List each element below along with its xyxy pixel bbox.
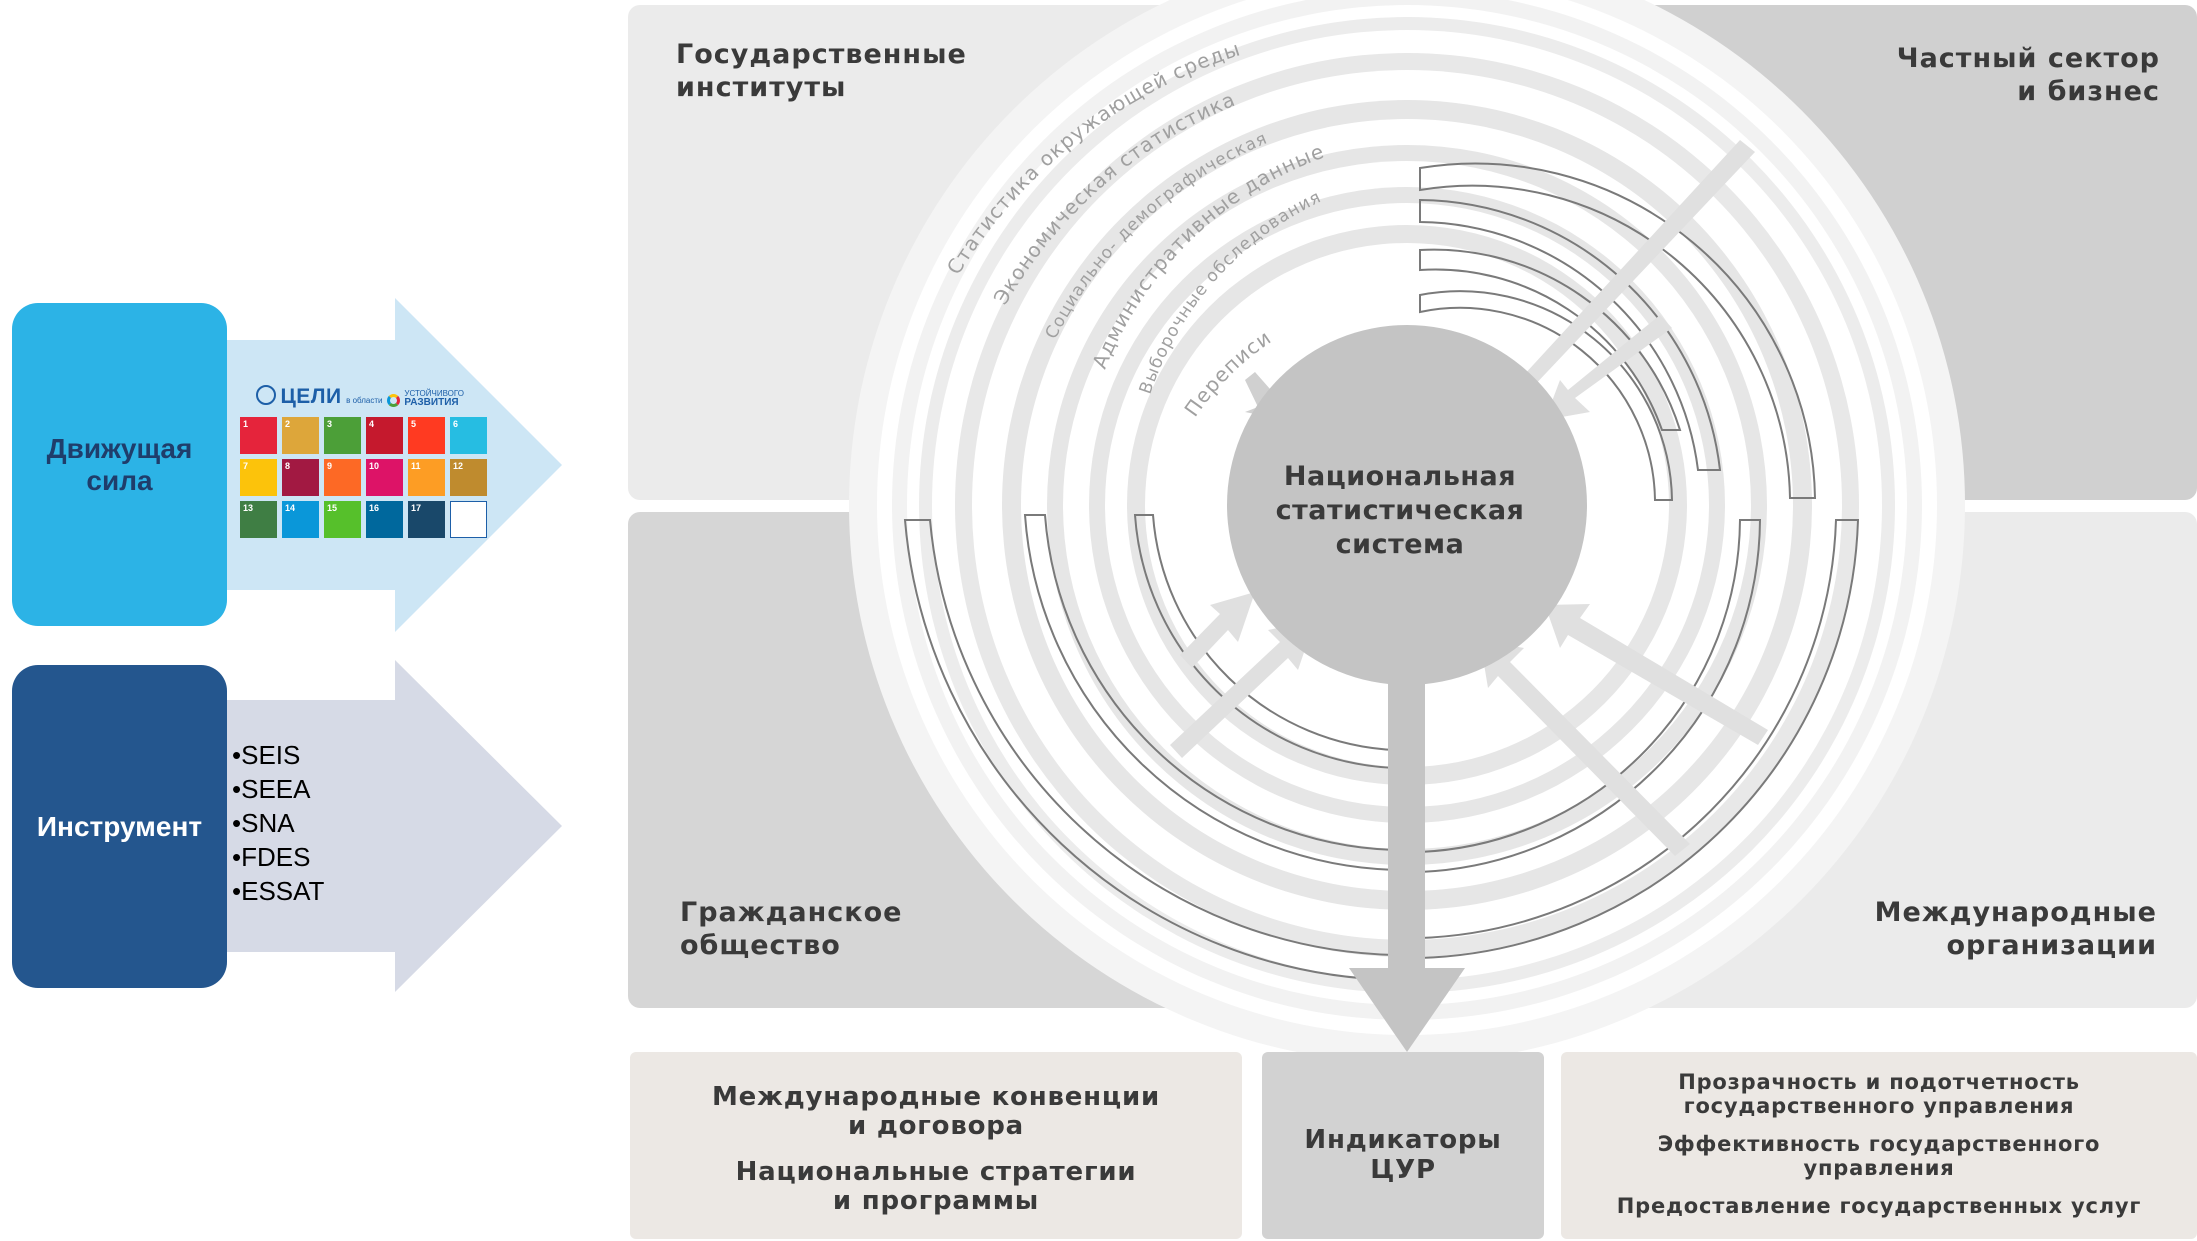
driver-box: Движущая сила bbox=[12, 303, 227, 626]
center-circle bbox=[1227, 325, 1587, 685]
instrument-item: •FDES bbox=[232, 842, 311, 872]
sdg-goal-tile: 3 bbox=[324, 417, 361, 454]
sdg-goal-tile bbox=[450, 501, 487, 538]
arrow-from-international bbox=[1480, 640, 1690, 856]
sdg-goal-tile: 2 bbox=[282, 417, 319, 454]
inflow-arrows bbox=[1170, 140, 1768, 856]
un-emblem-icon bbox=[256, 385, 276, 405]
sdg-goal-tile: 13 bbox=[240, 501, 277, 538]
bottom-middle-box bbox=[1262, 1052, 1544, 1239]
arrow-from-private-sector bbox=[1545, 315, 1672, 420]
sdg-wheel-icon bbox=[386, 394, 400, 407]
sdg-heading: ЦЕЛИ bbox=[280, 385, 342, 408]
output-arrow bbox=[1349, 645, 1465, 1052]
sdg-logo-heading: ЦЕЛИ в области УСТОЙЧИВОГО РАЗВИТИЯ bbox=[256, 385, 496, 413]
arrow-from-private-sector bbox=[1500, 140, 1755, 405]
sdg-goal-tile: 11 bbox=[408, 459, 445, 496]
instrument-item: •ESSAT bbox=[232, 876, 325, 906]
sdg-heading-small-2: УСТОЙЧИВОГО bbox=[404, 389, 464, 398]
bottom-right-box bbox=[1561, 1052, 2197, 1239]
sdg-goal-tile: 17 bbox=[408, 501, 445, 538]
sdg-goal-tile: 4 bbox=[366, 417, 403, 454]
instrument-item: •SEEA bbox=[232, 774, 311, 804]
bottom-left-box bbox=[630, 1052, 1242, 1239]
sdg-goal-tile: 6 bbox=[450, 417, 487, 454]
instrument-box: Инструмент bbox=[12, 665, 227, 988]
instrument-label: Инструмент bbox=[36, 810, 203, 842]
sdg-heading-small-3: РАЗВИТИЯ bbox=[404, 397, 459, 408]
sdg-goal-tile: 8 bbox=[282, 459, 319, 496]
instrument-arrow bbox=[225, 660, 562, 992]
arrow-from-international bbox=[1545, 604, 1768, 745]
sdg-goal-tile: 12 bbox=[450, 459, 487, 496]
sdg-goal-tile: 10 bbox=[366, 459, 403, 496]
sdg-goal-tile: 7 bbox=[240, 459, 277, 496]
arrow-from-civil-society bbox=[1170, 620, 1315, 758]
sdg-goal-tile: 14 bbox=[282, 501, 319, 538]
arrow-from-civil-society bbox=[1180, 592, 1255, 668]
instrument-list: •SEIS •SEEA •SNA •FDES •ESSAT bbox=[232, 738, 324, 908]
instrument-item: •SNA bbox=[232, 808, 295, 838]
sdg-goal-tile: 9 bbox=[324, 459, 361, 496]
driver-label: Движущая сила bbox=[46, 432, 193, 496]
sdg-goal-tile: 1 bbox=[240, 417, 277, 454]
instrument-item: •SEIS bbox=[232, 740, 301, 770]
sdg-goal-tile: 15 bbox=[324, 501, 361, 538]
sdg-goal-tile: 16 bbox=[366, 501, 403, 538]
sdg-goal-tile: 5 bbox=[408, 417, 445, 454]
sdg-heading-small-1: в области bbox=[346, 396, 383, 405]
